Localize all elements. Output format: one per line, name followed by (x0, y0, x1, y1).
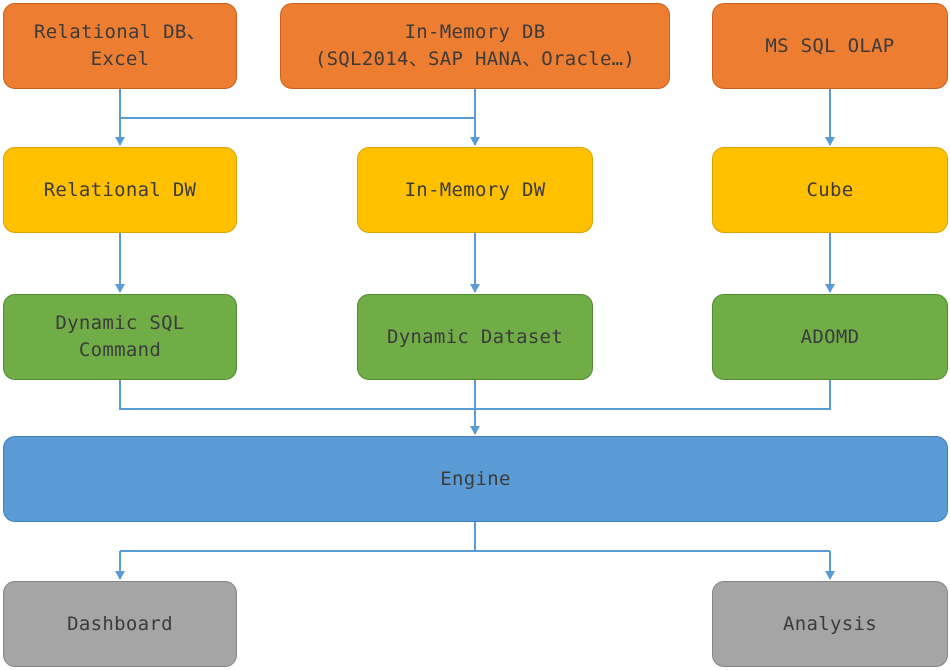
inmemory-db-node: In-Memory DB (SQL2014、SAP HANA、Oracle…) (280, 3, 670, 89)
cube-node: Cube (712, 147, 948, 233)
dynamic-sql-command-node: Dynamic SQL Command (3, 294, 237, 380)
analysis-node: Analysis (712, 581, 948, 667)
dashboard-node: Dashboard (3, 581, 237, 667)
relational-db-node: Relational DB、 Excel (3, 3, 237, 89)
dynamic-dataset-node: Dynamic Dataset (357, 294, 593, 380)
relational-dw-node: Relational DW (3, 147, 237, 233)
adomd-node: ADOMD (712, 294, 948, 380)
engine-node: Engine (3, 436, 948, 522)
inmemory-dw-node: In-Memory DW (357, 147, 593, 233)
ms-sql-olap-node: MS SQL OLAP (712, 3, 948, 89)
